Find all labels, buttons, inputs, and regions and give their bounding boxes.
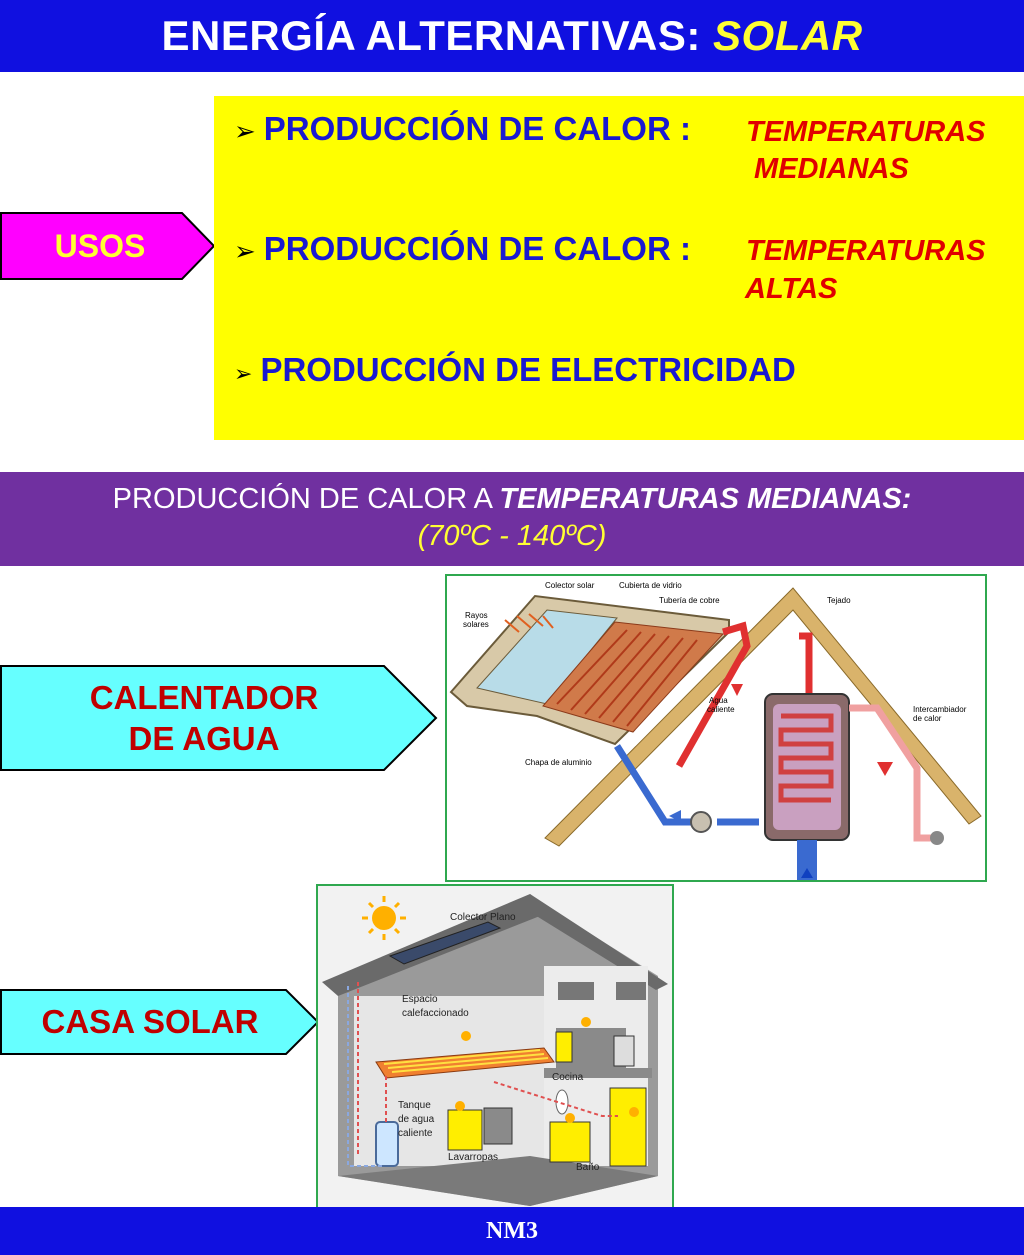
use-item-1: ➢PRODUCCIÓN DE CALOR : [234,110,691,147]
house-arrow [0,989,320,1055]
bullet-arrow-icon: ➢ [234,116,256,146]
page-title: ENERGÍA ALTERNATIVAS: SOLAR [161,12,862,60]
label-caliente: caliente [707,705,735,714]
section-range: (70ºC - 140ºC) [417,520,607,552]
label-de-calor: de calor [913,714,942,723]
label-calefaccionado: calefaccionado [402,1008,469,1019]
house-label: CASA SOLAR [41,1003,259,1041]
usos-arrow [0,212,216,280]
water-heater-diagram: Colector solar Cubierta de vidrio Tuberí… [445,574,987,882]
label-cocina: Cocina [552,1072,584,1083]
bullet-arrow-icon: ➢ [234,361,253,386]
use-item-1-detail-2: MEDIANAS [754,153,909,185]
use-item-3: ➢PRODUCCIÓN DE ELECTRICIDAD [234,351,796,388]
uses-box: ➢PRODUCCIÓN DE CALOR : TEMPERATURAS MEDI… [214,96,1024,440]
heater-label: CALENTADOR DE AGUA [89,678,319,757]
label-colector-plano: Colector Plano [450,912,516,923]
label-chapa: Chapa de aluminio [525,758,592,767]
use-item-2-detail-1: TEMPERATURAS [746,235,986,267]
label-colector-solar: Colector solar [545,581,595,590]
label-de-agua: de agua [398,1114,435,1125]
label-cubierta: Cubierta de vidrio [619,581,682,590]
label-solares: solares [463,620,489,629]
usos-label: USOS [54,228,146,264]
heater-illustration: Colector solar Cubierta de vidrio Tuberí… [449,581,982,880]
footer-code: NM3 [486,1217,538,1244]
use-item-2-detail-2: ALTAS [745,273,838,305]
heater-arrow [0,665,438,771]
label-lavarropas: Lavarropas [448,1152,498,1163]
section-title: PRODUCCIÓN DE CALOR A TEMPERATURAS MEDIA… [112,483,912,515]
label-caliente: caliente [398,1128,433,1139]
title-accent: SOLAR [713,12,863,59]
house-illustration: Colector Plano Espacio calefaccionado Co… [318,886,672,1210]
title-bar: ENERGÍA ALTERNATIVAS: SOLAR [0,0,1024,72]
label-tuberia: Tubería de cobre [659,596,720,605]
label-tejado: Tejado [827,596,851,605]
label-espacio: Espacio [402,994,438,1005]
label-bano: Baño [576,1162,600,1173]
label-tanque: Tanque [398,1100,431,1111]
section-bar: PRODUCCIÓN DE CALOR A TEMPERATURAS MEDIA… [0,472,1024,566]
label-agua: Agua [709,696,728,705]
bullet-arrow-icon: ➢ [234,236,256,266]
use-item-1-detail-1: TEMPERATURAS [746,116,986,148]
label-intercambiador: Intercambiador [913,705,967,714]
use-item-2: ➢PRODUCCIÓN DE CALOR : [234,230,691,267]
label-rayos: Rayos [465,611,488,620]
solar-house-diagram: Colector Plano Espacio calefaccionado Co… [316,884,674,1212]
sun-icon [362,896,406,940]
title-main: ENERGÍA ALTERNATIVAS: [161,12,701,59]
footer-bar: NM3 [0,1207,1024,1255]
